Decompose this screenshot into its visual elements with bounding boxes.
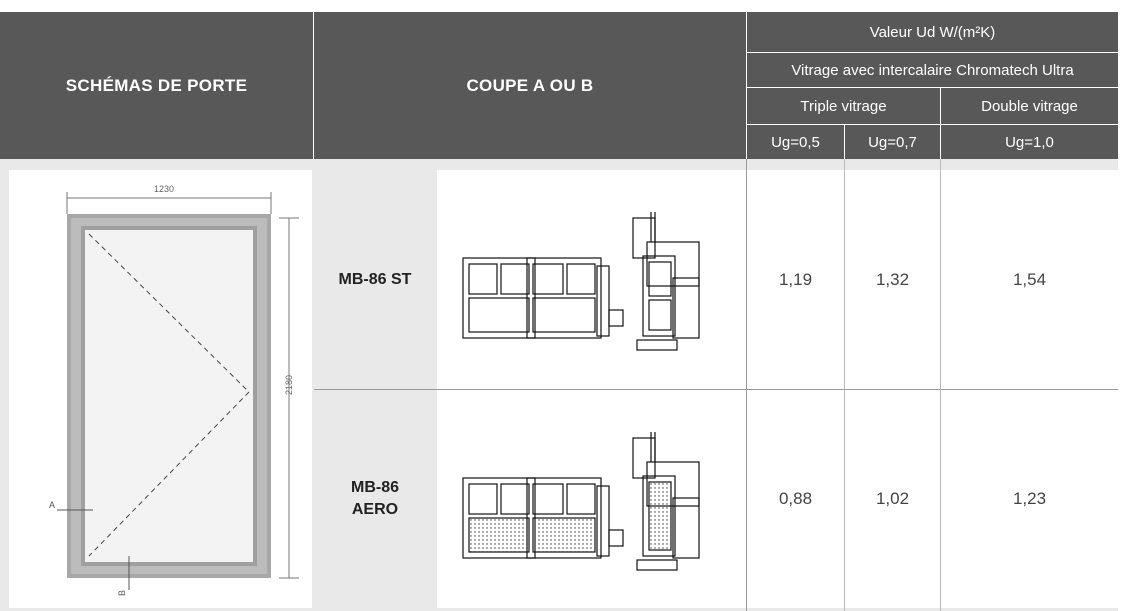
row-divider [314, 389, 1118, 390]
door-height-label: 2180 [284, 374, 295, 396]
profile-section-drawing [462, 432, 700, 571]
section-label-b: B [117, 589, 128, 597]
value-r1-c2: 1,32 [845, 170, 940, 389]
header-ug-05: Ug=0,5 [747, 125, 844, 159]
col-divider [844, 159, 845, 389]
profile-section-mb86aero [437, 390, 746, 608]
header-valeur-ud: Valeur Ud W/(m²K) [747, 12, 1118, 52]
col-divider [746, 159, 747, 611]
header-coupe: COUPE A OU B [314, 12, 746, 159]
header-ug-10: Ug=1,0 [941, 125, 1118, 159]
header-ug-07: Ug=0,7 [845, 125, 940, 159]
row-label-mb86aero: MB-86 AERO [314, 390, 436, 608]
row-label-mb86st: MB-86 ST [314, 170, 436, 389]
header-triple-vitrage: Triple vitrage [747, 88, 940, 124]
door-width-label: 1230 [154, 184, 175, 194]
header-double-vitrage: Double vitrage [941, 88, 1118, 124]
col-divider [844, 390, 845, 611]
col-divider [940, 159, 941, 611]
value-r2-c3: 1,23 [941, 390, 1118, 608]
value-r1-c1: 1,19 [747, 170, 844, 389]
value-r1-c3: 1,54 [941, 170, 1118, 389]
value-r2-c2: 1,02 [845, 390, 940, 608]
header-schemas-de-porte: SCHÉMAS DE PORTE [0, 12, 313, 159]
profile-section-drawing [462, 212, 700, 351]
door-schema-drawing [57, 192, 299, 590]
header-vitrage: Vitrage avec intercalaire Chromatech Ult… [747, 53, 1118, 87]
profile-section-mb86st [437, 170, 746, 389]
value-r2-c1: 0,88 [747, 390, 844, 608]
section-label-a: A [49, 500, 56, 510]
door-schema-cell: 1230 2180 A B [9, 170, 312, 608]
